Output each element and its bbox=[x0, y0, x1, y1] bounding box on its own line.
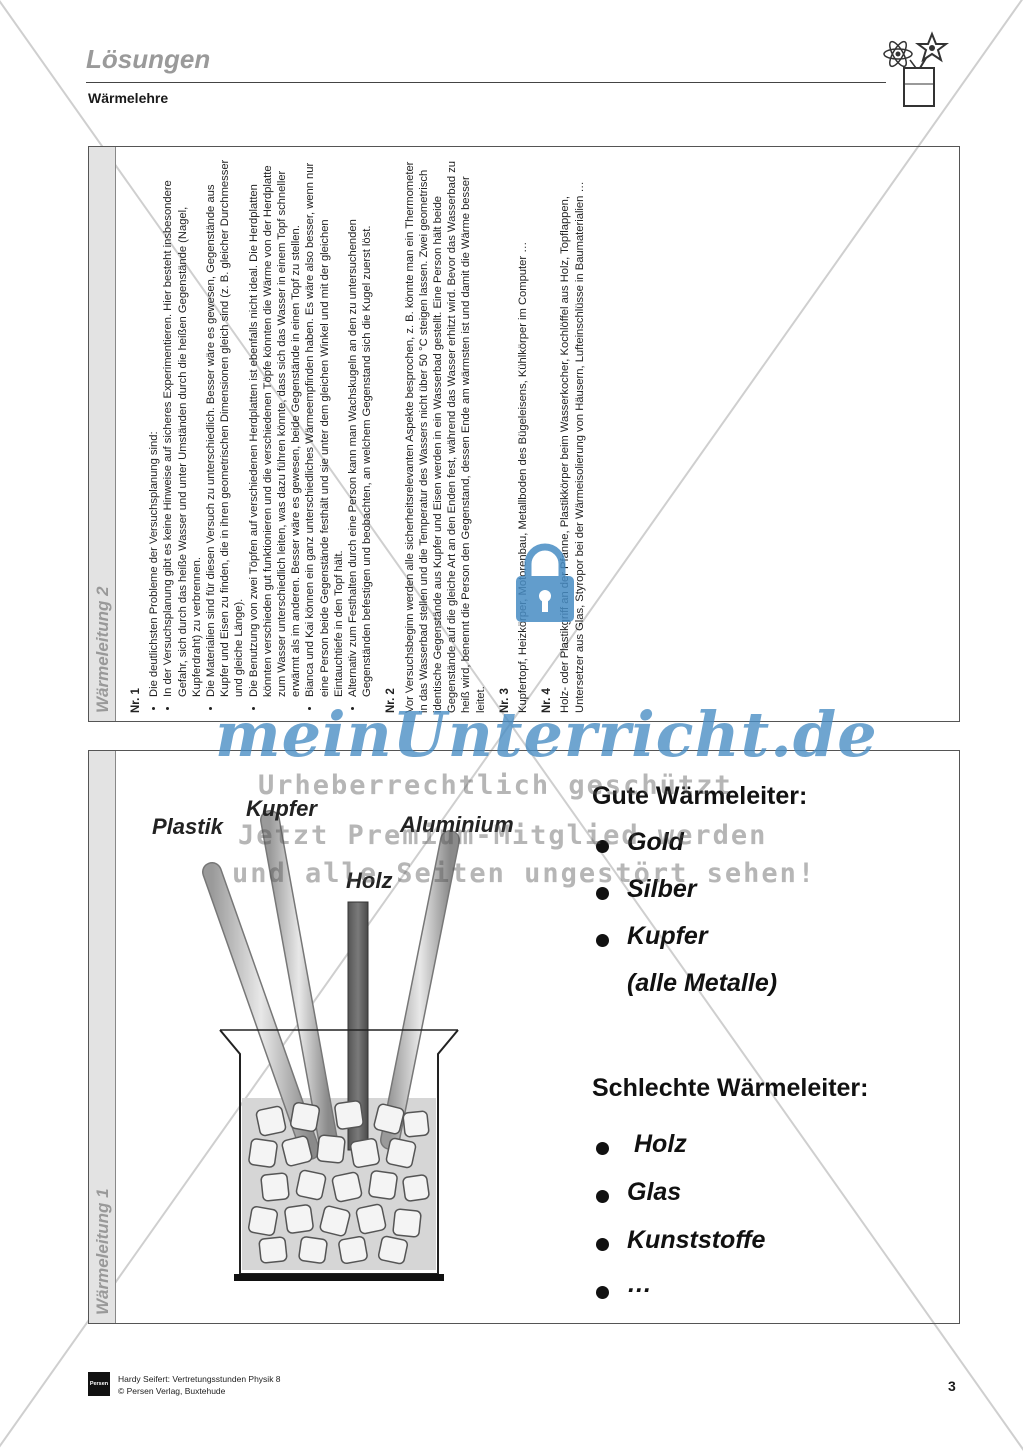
answer-bullet: Alternativ zum Festhalten durch eine Per… bbox=[346, 157, 374, 697]
header-rule bbox=[86, 82, 886, 83]
answer-heading: Nr. 2 bbox=[385, 688, 398, 713]
bad-conductor-item: … bbox=[627, 1270, 652, 1298]
panel-label-strip: Wärmeleitung 2 bbox=[89, 147, 116, 721]
answer-heading: Nr. 1 bbox=[130, 688, 142, 713]
footer-book-title: Hardy Seifert: Vertretungsstunden Physik… bbox=[118, 1374, 281, 1384]
watermark-brand: meinUnterricht.de bbox=[215, 698, 878, 771]
answer-bullet: Die Materialien sind für diesen Versuch … bbox=[204, 157, 247, 697]
panel-label: Wärmeleitung 1 bbox=[93, 1188, 112, 1315]
rod-label-holz: Holz bbox=[346, 868, 393, 893]
answer-body: Vor Versuchsbeginn werden alle sicherhei… bbox=[403, 160, 487, 713]
answer-bullet: In der Versuchsplanung gibt es keine Hin… bbox=[161, 157, 204, 697]
bad-conductor-item: Holz bbox=[634, 1130, 687, 1158]
publisher-logo: Persen bbox=[88, 1372, 110, 1396]
answer-body: Kupfertopf, Heizkörper, Motorenbau, Meta… bbox=[517, 241, 530, 713]
bad-conductor-item: Kunststoffe bbox=[627, 1226, 766, 1254]
publisher-logo-text: Persen bbox=[89, 1381, 109, 1387]
kupfer-rod bbox=[260, 810, 338, 1150]
answer-nr-1: Nr. 1 Die deutlichsten Probleme der Vers… bbox=[129, 157, 374, 713]
rod-label-plastik: Plastik bbox=[152, 814, 223, 839]
watermark-line-2: Jetzt Premium-Mitglied werden bbox=[238, 820, 768, 851]
panel-waermeleitung-1: Wärmeleitung 1 bbox=[88, 750, 960, 1324]
watermark-line-1: Urheberrechtlich geschützt bbox=[258, 770, 733, 801]
bullet-icon bbox=[596, 1238, 609, 1251]
page-subtitle: Wärmelehre bbox=[88, 90, 169, 106]
panel-label-strip: Wärmeleitung 1 bbox=[89, 751, 116, 1323]
answer-bullet: Die Benutzung von zwei Töpfen auf versch… bbox=[247, 157, 304, 697]
good-conductor-item: Kupfer bbox=[627, 922, 708, 950]
answer-nr-4: Nr. 4 Holz- oder Plastikgriff an der Pfa… bbox=[540, 157, 587, 713]
panel-label: Wärmeleitung 2 bbox=[93, 586, 112, 713]
bullet-icon bbox=[596, 1142, 609, 1155]
aluminium-rod bbox=[380, 830, 460, 1150]
rod-label-aluminium: Aluminium bbox=[400, 812, 514, 837]
bullet-icon bbox=[596, 1286, 609, 1299]
good-conductors-title: Gute Wärmeleiter: bbox=[592, 782, 808, 810]
answer-intro: Die deutlichsten Probleme der Versuchspl… bbox=[147, 157, 161, 697]
page-number: 3 bbox=[948, 1378, 956, 1394]
page-title: Lösungen bbox=[86, 44, 211, 74]
good-conductor-item: Silber bbox=[627, 875, 697, 903]
bullet-icon bbox=[596, 840, 609, 853]
bullet-icon bbox=[596, 934, 609, 947]
watermark-line-3: und alle Seiten ungestört sehen! bbox=[232, 858, 817, 889]
answer-heading: Nr. 4 bbox=[541, 688, 554, 713]
answer-body: Holz- oder Plastikgriff an der Pfanne, P… bbox=[559, 181, 586, 713]
footer-copyright: © Persen Verlag, Buxtehude bbox=[118, 1386, 226, 1396]
good-conductors-note: (alle Metalle) bbox=[627, 969, 778, 997]
answer-nr-3: Nr. 3 Kupfertopf, Heizkörper, Motorenbau… bbox=[498, 157, 530, 713]
bullet-icon bbox=[596, 1190, 609, 1203]
answer-list: Die deutlichsten Probleme der Versuchspl… bbox=[147, 157, 374, 713]
beaker-with-rods-illustration bbox=[202, 810, 460, 1281]
ice-cubes bbox=[247, 1100, 430, 1265]
plastik-rod bbox=[202, 862, 320, 1160]
bullet-icon bbox=[596, 887, 609, 900]
bad-conductors-title: Schlechte Wärmeleiter: bbox=[592, 1074, 869, 1102]
answers-text-block: Nr. 1 Die deutlichsten Probleme der Vers… bbox=[129, 157, 597, 713]
bad-conductor-item: Glas bbox=[627, 1178, 682, 1206]
flower-vase-atom-icon bbox=[883, 31, 949, 107]
lock-icon bbox=[516, 543, 574, 622]
rod-label-kupfer: Kupfer bbox=[246, 796, 317, 821]
answer-nr-2: Nr. 2 Vor Versuchsbeginn werden alle sic… bbox=[384, 157, 487, 713]
answer-heading: Nr. 3 bbox=[498, 688, 511, 713]
panel-waermeleitung-2: Wärmeleitung 2 Nr. 1 Die deutlichsten Pr… bbox=[88, 146, 960, 722]
good-conductor-item: Gold bbox=[627, 828, 684, 856]
beaker-base bbox=[234, 1274, 444, 1281]
answer-bullet: Bianca und Kai können ein ganz unterschi… bbox=[303, 157, 346, 697]
